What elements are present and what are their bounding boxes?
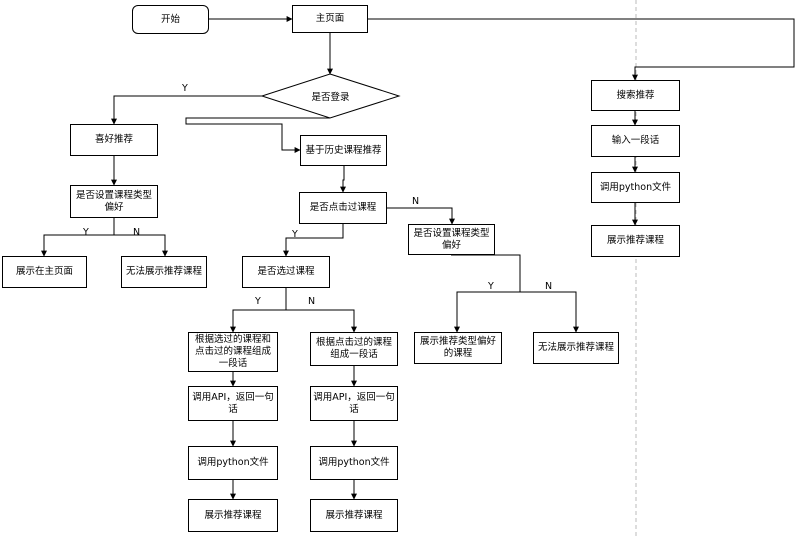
python-2-node: 调用python文件 bbox=[310, 446, 398, 480]
edge-label-pref2-y: Y bbox=[488, 281, 494, 292]
history-rec-node: 基于历史课程推荐 bbox=[300, 135, 387, 166]
show-1-node: 展示推荐课程 bbox=[188, 499, 278, 532]
gen-from-selected-node: 根据选过的课程和点击过的课程组成一段话 bbox=[188, 332, 278, 372]
login-diamond-shape bbox=[260, 73, 401, 119]
edge-label-selected-n: N bbox=[308, 296, 316, 307]
selected-check-node: 是否选过课程 bbox=[242, 256, 330, 288]
gen-from-clicked-node: 根据点击过的课程组成一段话 bbox=[310, 332, 398, 366]
show-pref-course-node: 展示推荐类型偏好的课程 bbox=[414, 332, 502, 364]
edge-login-interest bbox=[111, 95, 262, 125]
edge-label-login-y: Y bbox=[182, 83, 188, 94]
login-check-label: 是否登录 bbox=[311, 92, 350, 103]
interest-rec-node: 喜好推荐 bbox=[70, 124, 158, 156]
api-1-node: 调用API，返回一句话 bbox=[188, 386, 278, 421]
clicked-check-node: 是否点击过课程 bbox=[299, 192, 387, 224]
no-rec-1-node: 无法展示推荐课程 bbox=[121, 256, 207, 288]
python-1-node: 调用python文件 bbox=[188, 446, 278, 480]
show-3-node: 展示推荐课程 bbox=[591, 225, 680, 257]
python-3-node: 调用python文件 bbox=[591, 172, 680, 203]
show-2-node: 展示推荐课程 bbox=[310, 499, 398, 532]
edge-history-clicked bbox=[340, 166, 346, 193]
edge-label-clicked-y: Y bbox=[292, 229, 298, 240]
edge-pref2-main bbox=[451, 254, 521, 292]
edge-home-search bbox=[368, 18, 795, 81]
pref-check-1-node: 是否设置课程类型偏好 bbox=[70, 185, 158, 218]
edge-selected-gen1 bbox=[230, 288, 287, 333]
edge-selected-gen2 bbox=[286, 309, 357, 333]
edge-pref1-norec bbox=[114, 234, 168, 257]
api-2-node: 调用API，返回一句话 bbox=[310, 386, 398, 421]
edge-label-selected-y: Y bbox=[255, 296, 261, 307]
home-node: 主页面 bbox=[292, 5, 368, 33]
show-home-node: 展示在主页面 bbox=[2, 256, 87, 288]
start-node: 开始 bbox=[132, 5, 209, 34]
edge-pref2-showpref bbox=[454, 291, 520, 333]
pref-check-2-node: 是否设置课程类型偏好 bbox=[408, 224, 495, 255]
edge-pref2-norec bbox=[520, 291, 579, 333]
search-rec-node: 搜索推荐 bbox=[591, 80, 680, 111]
edge-login-history bbox=[185, 117, 330, 153]
edge-pref1-showhome bbox=[41, 218, 115, 257]
edge-label-pref2-n: N bbox=[545, 281, 553, 292]
edge-label-pref1-y: Y bbox=[83, 227, 89, 238]
edge-label-pref1-n: N bbox=[133, 227, 141, 238]
edge-label-clicked-n: N bbox=[412, 196, 420, 207]
edge-clicked-pref2 bbox=[387, 207, 455, 225]
input-text-node: 输入一段话 bbox=[591, 125, 680, 157]
edge-clicked-selected bbox=[283, 224, 344, 257]
no-rec-2-node: 无法展示推荐课程 bbox=[533, 332, 619, 364]
